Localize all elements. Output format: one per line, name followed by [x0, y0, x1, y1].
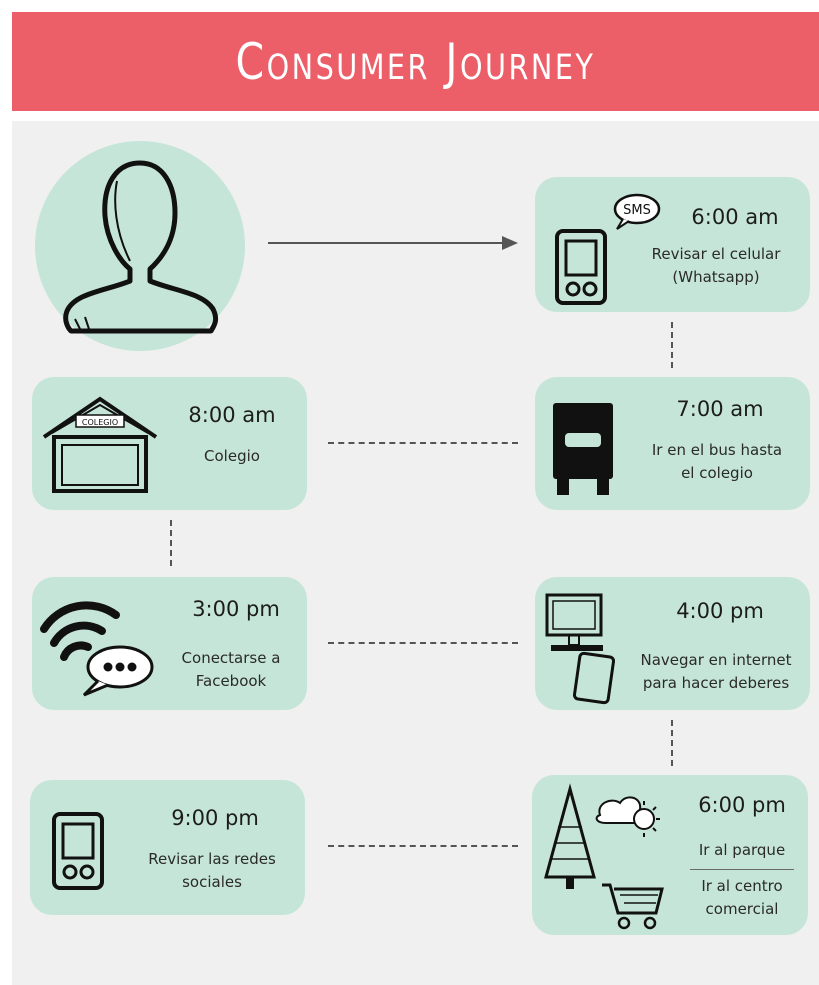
- step-card-4pm: 4:00 pm Navegar en internet para hacer d…: [535, 577, 810, 710]
- step-time: 4:00 pm: [676, 599, 764, 623]
- option-divider: [690, 869, 794, 870]
- step-description: Ir en el bus hasta el colegio: [627, 439, 807, 485]
- phone-sms-icon: SMS: [555, 193, 661, 305]
- step-time: 6:00 am: [691, 205, 779, 229]
- school-sign-text: COLEGIO: [82, 418, 118, 427]
- step-card-6am: SMS 6:00 am Revisar el celular (Whatsapp…: [535, 177, 810, 312]
- step-line: Navegar en internet: [640, 651, 792, 669]
- step-time: 7:00 am: [676, 397, 764, 421]
- step-description: Revisar el celular (Whatsapp): [625, 243, 807, 289]
- bus-icon: [553, 403, 613, 495]
- step-line: Colegio: [204, 447, 260, 465]
- wifi-chat-icon: [40, 601, 154, 697]
- step-time: 9:00 pm: [171, 806, 259, 830]
- connector-dashed: [671, 322, 673, 368]
- step-description: Ir al parque: [678, 839, 806, 862]
- step-card-7am: 7:00 am Ir en el bus hasta el colegio: [535, 377, 810, 510]
- step-line: para hacer deberes: [642, 674, 790, 692]
- step-card-8am: COLEGIO 8:00 am Colegio: [32, 377, 307, 510]
- step-line: comercial: [705, 900, 779, 918]
- connector-dashed: [328, 442, 518, 444]
- step-card-9pm: 9:00 pm Revisar las redes sociales: [30, 780, 305, 915]
- step-line: sociales: [182, 873, 242, 891]
- school-icon: COLEGIO: [42, 396, 158, 493]
- step-line: Ir al parque: [698, 841, 786, 859]
- sms-bubble-text: SMS: [623, 203, 651, 218]
- step-line: Ir al centro: [701, 877, 783, 895]
- step-card-3pm: 3:00 pm Conectarse a Facebook: [32, 577, 307, 710]
- connector-dashed: [328, 845, 518, 847]
- step-description: Ir al centro comercial: [678, 875, 806, 921]
- step-line: (Whatsapp): [672, 268, 760, 286]
- phone-icon: [52, 812, 104, 890]
- connector-dashed: [671, 720, 673, 766]
- step-time: 3:00 pm: [192, 597, 280, 621]
- page-title: Consumer Journey: [235, 32, 596, 91]
- arrow-connector: [268, 236, 518, 250]
- park-mall-icon: [544, 783, 664, 930]
- step-line: Conectarse a: [181, 649, 281, 667]
- step-line: Revisar las redes: [148, 850, 276, 868]
- avatar: [35, 141, 245, 351]
- step-line: Facebook: [195, 672, 267, 690]
- person-icon: [63, 160, 219, 334]
- step-line: Ir en el bus hasta: [651, 441, 783, 459]
- step-card-6pm: 6:00 pm Ir al parque Ir al centro comerc…: [532, 775, 808, 935]
- step-line: el colegio: [681, 464, 753, 482]
- step-description: Navegar en internet para hacer deberes: [625, 649, 807, 695]
- step-description: Revisar las redes sociales: [126, 848, 298, 894]
- computer-icon: [545, 593, 616, 705]
- header-banner: Consumer Journey: [12, 12, 819, 111]
- step-line: Revisar el celular: [651, 245, 781, 263]
- step-time: 6:00 pm: [698, 793, 786, 817]
- step-description: Colegio: [172, 445, 292, 468]
- step-description: Conectarse a Facebook: [156, 647, 306, 693]
- connector-dashed: [328, 642, 518, 644]
- step-time: 8:00 am: [188, 403, 276, 427]
- connector-dashed: [170, 520, 172, 566]
